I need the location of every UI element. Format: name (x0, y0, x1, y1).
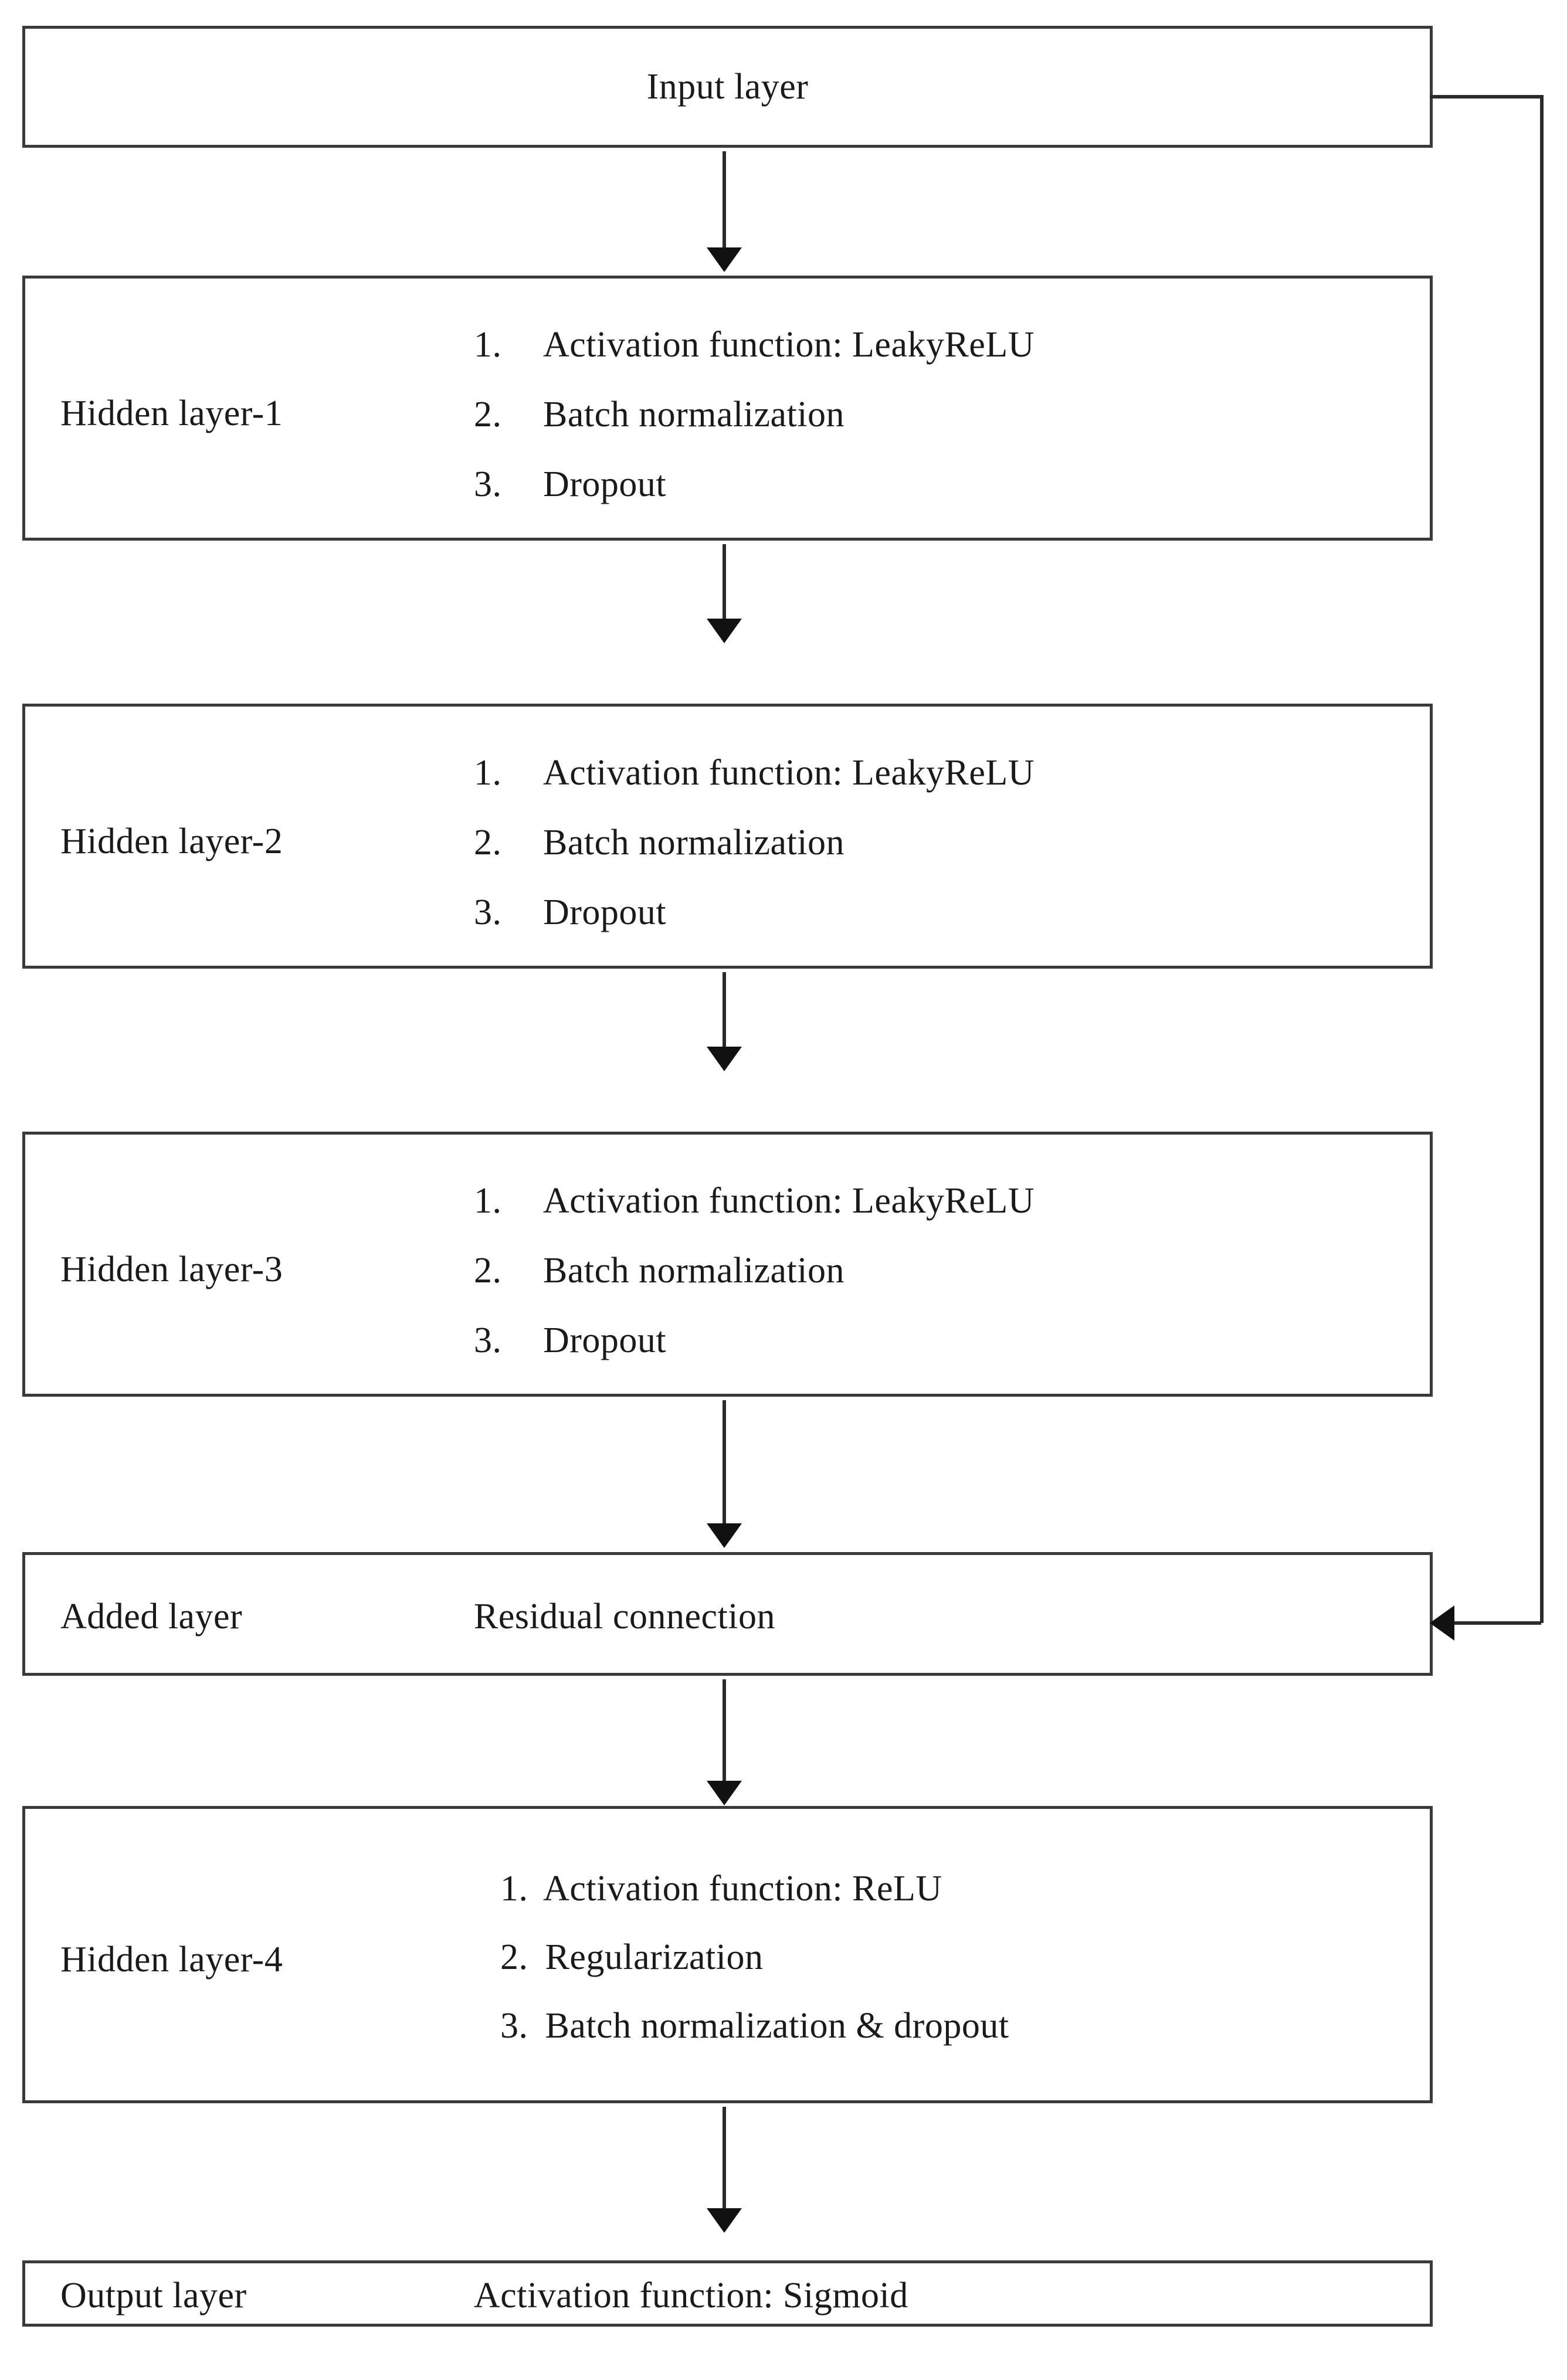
edge-h4-to-output-arrowhead (707, 2208, 742, 2233)
edge-h1-to-h2-arrowhead (707, 619, 742, 643)
step-text: Activation function: LeakyReLU (543, 1181, 1035, 1221)
step-number: 2. (474, 395, 502, 434)
step-number: 2. (474, 823, 502, 863)
edge-h1-to-h2-line (723, 544, 726, 622)
edge-added-to-h4-line (723, 1679, 726, 1784)
input-layer-row: Input layer (25, 29, 1430, 145)
added-layer-label: Added layer (60, 1597, 243, 1637)
step-number: 3. (500, 2006, 528, 2046)
list-item: 1. Activation function: LeakyReLU (474, 755, 1035, 791)
step-text: Batch normalization (543, 395, 844, 434)
step-number: 2. (500, 1937, 528, 1977)
list-item: 1. Activation function: LeakyReLU (474, 327, 1035, 363)
node-hidden-layer-4[interactable]: Hidden layer-4 1. Activation function: R… (22, 1806, 1433, 2103)
step-text: Activation function: ReLU (543, 1869, 942, 1909)
step-text: Batch normalization (543, 1251, 844, 1291)
residual-top-segment (1430, 95, 1544, 99)
edge-h3-to-added-line (723, 1400, 726, 1526)
node-output-layer[interactable]: Output layer Activation function: Sigmoi… (22, 2260, 1433, 2327)
list-item: 2. Batch normalization (474, 396, 1035, 433)
step-number: 1. (474, 753, 502, 793)
residual-arrowhead (1430, 1605, 1454, 1641)
step-number: 3. (474, 1320, 502, 1360)
step-text: Activation function: LeakyReLU (543, 753, 1035, 793)
node-hidden-layer-1[interactable]: Hidden layer-1 1. Activation function: L… (22, 276, 1433, 541)
edge-h4-to-output-line (723, 2107, 726, 2211)
residual-vertical-segment (1540, 95, 1544, 1623)
step-text: Dropout (543, 892, 667, 932)
edge-added-to-h4-arrowhead (707, 1781, 742, 1805)
hidden-layer-3-label: Hidden layer-3 (60, 1250, 283, 1289)
hidden-layer-4-label: Hidden layer-4 (60, 1940, 283, 1980)
step-text: Dropout (543, 464, 667, 504)
list-item: 2. Regularization (500, 1939, 1009, 1975)
step-number: 3. (474, 892, 502, 932)
step-number: 1. (474, 325, 502, 365)
list-item: 1. Activation function: ReLU (500, 1870, 1009, 1907)
output-layer-detail: Activation function: Sigmoid (474, 2276, 908, 2316)
list-item: 3. Batch normalization & dropout (500, 2008, 1009, 2044)
step-text: Batch normalization & dropout (545, 2006, 1009, 2046)
step-number: 2. (474, 1251, 502, 1291)
hidden-layer-1-label: Hidden layer-1 (60, 393, 283, 433)
list-item: 2. Batch normalization (474, 1252, 1035, 1289)
step-text: Dropout (543, 1320, 667, 1360)
input-layer-title: Input layer (646, 66, 809, 107)
list-item: 1. Activation function: LeakyReLU (474, 1183, 1035, 1219)
step-number: 1. (500, 1869, 528, 1909)
edge-h3-to-added-arrowhead (707, 1523, 742, 1548)
step-text: Activation function: LeakyReLU (543, 325, 1035, 365)
step-number: 3. (474, 464, 502, 504)
list-item: 3. Dropout (474, 1322, 1035, 1359)
list-item: 3. Dropout (474, 894, 1035, 931)
list-item: 3. Dropout (474, 466, 1035, 503)
hidden-layer-3-steps: 1. Activation function: LeakyReLU 2. Bat… (474, 1183, 1035, 1359)
node-hidden-layer-2[interactable]: Hidden layer-2 1. Activation function: L… (22, 704, 1433, 969)
step-text: Regularization (545, 1937, 764, 1977)
hidden-layer-1-steps: 1. Activation function: LeakyReLU 2. Bat… (474, 327, 1035, 503)
node-added-layer[interactable]: Added layer Residual connection (22, 1552, 1433, 1676)
step-number: 1. (474, 1181, 502, 1221)
hidden-layer-4-steps: 1. Activation function: ReLU 2. Regulari… (500, 1870, 1009, 2044)
edge-input-to-h1-line (723, 151, 726, 250)
edge-h2-to-h3-line (723, 972, 726, 1050)
hidden-layer-2-label: Hidden layer-2 (60, 821, 283, 861)
output-layer-label: Output layer (60, 2276, 247, 2316)
added-layer-detail: Residual connection (474, 1597, 775, 1637)
list-item: 2. Batch normalization (474, 824, 1035, 861)
step-text: Batch normalization (543, 823, 844, 863)
node-input-layer[interactable]: Input layer (22, 26, 1433, 148)
hidden-layer-2-steps: 1. Activation function: LeakyReLU 2. Bat… (474, 755, 1035, 931)
edge-h2-to-h3-arrowhead (707, 1047, 742, 1071)
edge-input-to-h1-arrowhead (707, 247, 742, 272)
node-hidden-layer-3[interactable]: Hidden layer-3 1. Activation function: L… (22, 1132, 1433, 1397)
residual-bottom-segment (1449, 1621, 1541, 1625)
